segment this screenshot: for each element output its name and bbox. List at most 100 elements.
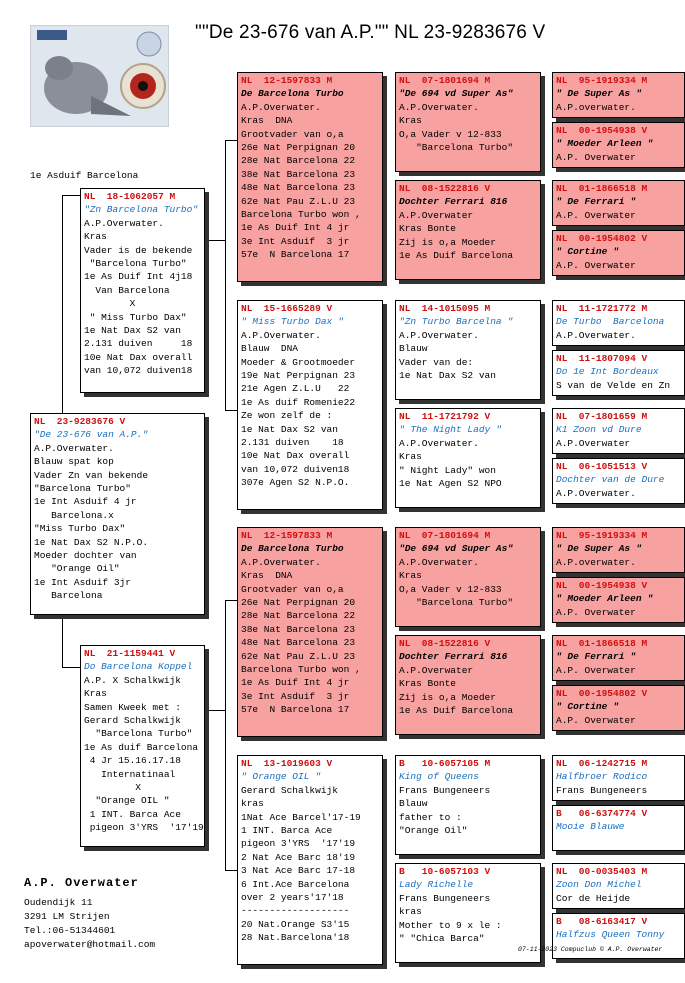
pigeon-detail-line: Moeder & Grootmoeder xyxy=(241,356,356,368)
grandparent-card[interactable]: NL 15-1665289 V" Miss Turbo Dax "A.P.Ove… xyxy=(237,300,383,510)
pigeon-detail-line: A.P.Overwater. xyxy=(399,556,479,568)
pigeon-detail-line: 26e Nat Perpignan 20 xyxy=(241,597,356,609)
great-grandparent-card[interactable]: NL 11-1721792 V" The Night Lady "A.P.Ove… xyxy=(395,408,541,508)
breeder-name: A.P. Overwater xyxy=(24,876,139,890)
pigeon-name: " Miss Turbo Dax " xyxy=(241,316,344,328)
great-great-grandparent-card[interactable]: NL 95-1919334 M" De Super As "A.P.overwa… xyxy=(552,527,685,573)
pigeon-detail-line: A.P. Overwater xyxy=(556,606,636,618)
pigeon-name: "De 694 vd Super As" xyxy=(399,543,514,555)
pigeon-detail-line: A.P.Overwater. xyxy=(84,217,164,229)
great-great-grandparent-card[interactable]: NL 00-1954802 V" Cortine "A.P. Overwater xyxy=(552,685,685,731)
pigeon-detail-line: A.P.Overwater. xyxy=(241,556,321,568)
pigeon-name: Halfbroer Rodico xyxy=(556,771,648,783)
pigeon-detail-line: Blauw xyxy=(399,343,428,355)
great-great-grandparent-card[interactable]: NL 00-1954938 V" Moeder Arleen "A.P. Ove… xyxy=(552,122,685,168)
breeder-email[interactable]: apoverwater@hotmail.com xyxy=(24,939,156,950)
pigeon-detail-line: "Miss Turbo Dax" xyxy=(34,523,126,535)
pigeon-detail-line: 28e Nat Barcelona 22 xyxy=(241,155,356,167)
pigeon-detail-line: Vader is de bekende xyxy=(84,244,193,256)
great-great-grandparent-card[interactable]: NL 00-1954938 V" Moeder Arleen "A.P. Ove… xyxy=(552,577,685,623)
breeder-postcode: 3291 LM Strijen xyxy=(24,911,110,922)
great-great-grandparent-card[interactable]: NL 01-1866518 M" De Ferrari "A.P. Overwa… xyxy=(552,635,685,681)
ring-number: NL 13-1019603 V xyxy=(241,758,333,769)
pigeon-detail-line: 20 Nat.Orange S3'15 xyxy=(241,918,350,930)
pigeon-name: De Barcelona Turbo xyxy=(241,543,344,555)
pigeon-detail-line: van 10,072 duiven18 xyxy=(241,463,350,475)
pigeon-detail-line: Samen Kweek met : xyxy=(84,701,181,713)
pigeon-name: Mooie Blauwe xyxy=(556,821,625,833)
pigeon-detail-line: " "Chica Barca" xyxy=(399,933,485,945)
pigeon-detail-line: Vader van de: xyxy=(399,356,474,368)
pigeon-detail-line: A.P. Overwater xyxy=(556,259,636,271)
pigeon-detail-line: 1e As Duif Int 4j18 xyxy=(84,271,193,283)
pigeon-detail-line: O,a Vader v 12-833 xyxy=(399,128,502,140)
pigeon-detail-line: Barcelona Turbo won , xyxy=(241,664,361,676)
pigeon-detail-line: 28e Nat Barcelona 22 xyxy=(241,610,356,622)
ring-number: NL 23-9283676 V xyxy=(34,416,126,427)
pigeon-detail-line: Barcelona.x xyxy=(34,509,114,521)
pigeon-detail-line: 1e As Duif Int 4 jr xyxy=(241,677,350,689)
pigeon-detail-line: Vader Zn van bekende xyxy=(34,469,149,481)
pigeon-detail-line: A.P.overwater. xyxy=(556,101,636,113)
pigeon-name: " De Ferrari " xyxy=(556,196,636,208)
ring-number: NL 00-0035403 M xyxy=(556,866,648,877)
connector-line xyxy=(225,140,226,410)
great-grandparent-card[interactable]: NL 07-1801694 M"De 694 vd Super As"A.P.O… xyxy=(395,72,541,172)
great-grandparent-card[interactable]: NL 07-1801694 M"De 694 vd Super As"A.P.O… xyxy=(395,527,541,627)
pigeon-detail-line: over 2 years'17'18 xyxy=(241,892,344,904)
great-great-grandparent-card[interactable]: NL 00-1954802 V" Cortine "A.P. Overwater xyxy=(552,230,685,276)
top-note: 1e Asduif Barcelona xyxy=(30,170,139,181)
great-great-grandparent-card[interactable]: NL 95-1919334 M" De Super As "A.P.overwa… xyxy=(552,72,685,118)
pigeon-detail-line: "Orange Oil" xyxy=(399,825,468,837)
main-pigeon-card[interactable]: NL 23-9283676 V"De 23-676 van A.P."A.P.O… xyxy=(30,413,205,615)
great-great-grandparent-card[interactable]: B 08-6163417 V Halfzus Queen Tonny xyxy=(552,913,685,959)
ring-number: NL 11-1721792 V xyxy=(399,411,491,422)
pigeon-detail-line: 3e Int Asduif 3 jr xyxy=(241,235,350,247)
pigeon-name: Halfzus Queen Tonny xyxy=(556,929,665,941)
pigeon-detail-line: 21e Agen Z.L.U 22 xyxy=(241,383,350,395)
ring-number: B 08-6163417 V xyxy=(556,916,648,927)
sire-card[interactable]: NL 18-1062057 M"Zn Barcelona Turbo"A.P.O… xyxy=(80,188,205,393)
pigeon-detail-line: 2.131 duiven 18 xyxy=(84,338,193,350)
pigeon-name: " De Super As " xyxy=(556,543,642,555)
pigeon-detail-line: 62e Nat Pau Z.L.U 23 xyxy=(241,650,356,662)
pigeon-detail-line: 1e As Duif Barcelona xyxy=(399,250,514,262)
connector-line xyxy=(62,667,80,668)
ring-number: NL 00-1954938 V xyxy=(556,125,648,136)
grandparent-card[interactable]: NL 13-1019603 V" Orange OIL "Gerard Scha… xyxy=(237,755,383,965)
pigeon-detail-line: Frans Bungeneers xyxy=(399,784,491,796)
pigeon-detail-line: Blauw DNA xyxy=(241,343,299,355)
pigeon-detail-line: "Barcelona Turbo" xyxy=(84,728,193,740)
great-grandparent-card[interactable]: NL 14-1015095 M"Zn Turbo Barcelna "A.P.O… xyxy=(395,300,541,400)
pigeon-detail-line: Kras Bonte xyxy=(399,223,457,235)
pigeon-name: De Barcelona Turbo xyxy=(241,88,344,100)
great-great-grandparent-card[interactable]: NL 01-1866518 M" De Ferrari "A.P. Overwa… xyxy=(552,180,685,226)
pigeon-detail-line: 6 Int.Ace Barcelona xyxy=(241,878,350,890)
pigeon-detail-line: 1e As duif Barcelona xyxy=(84,741,199,753)
pigeon-detail-line: 1 INT. Barca Ace xyxy=(84,808,181,820)
pigeon-detail-line: 48e Nat Barcelona 23 xyxy=(241,182,356,194)
ring-number: NL 95-1919334 M xyxy=(556,75,648,86)
pigeon-name: " The Night Lady " xyxy=(399,424,502,436)
pigeon-name: " Moeder Arleen " xyxy=(556,593,653,605)
ring-number: NL 08-1522816 V xyxy=(399,638,491,649)
pigeon-logo-image xyxy=(31,26,168,126)
pigeon-detail-line: Kras xyxy=(399,115,422,127)
ring-number: B 10-6057103 V xyxy=(399,866,491,877)
connector-line xyxy=(207,240,225,241)
pigeon-detail-line: "Barcelona Turbo" xyxy=(84,258,187,270)
